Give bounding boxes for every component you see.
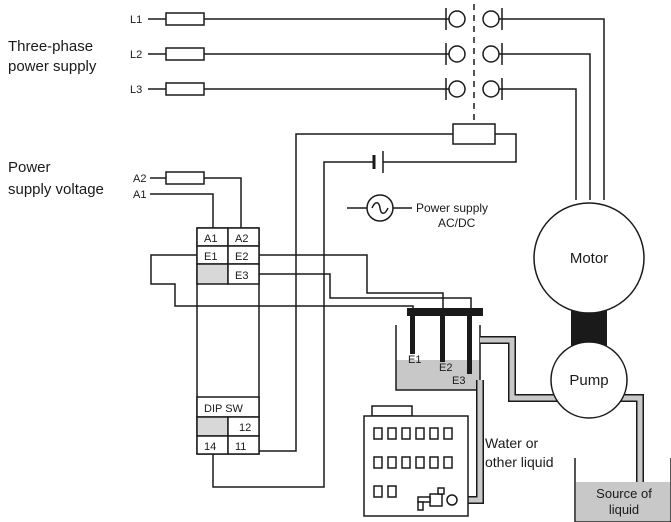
supply-title-line2: power supply — [8, 58, 97, 75]
motor-feed-l1 — [499, 18, 605, 200]
phase-label-l1: L1 — [130, 14, 142, 26]
fuse-l1 — [165, 12, 205, 26]
pump-to-tank-pipe-outline — [480, 336, 560, 402]
faucet-nozzle-icon — [417, 501, 424, 511]
terminal-label-a1: A1 — [133, 189, 146, 201]
motor-pump-coupling — [571, 308, 607, 346]
motor-feed-l2 — [499, 53, 591, 200]
tank-liquid — [396, 360, 480, 390]
contact-l1-in — [448, 10, 466, 28]
terminal-label-a2: A2 — [133, 173, 146, 185]
motor-label: Motor — [570, 250, 608, 267]
electrode-e3-rod — [467, 316, 472, 374]
equipment-grid-row1 — [373, 427, 453, 440]
e1-wire — [150, 254, 414, 320]
liquid-label-line2: other liquid — [485, 454, 554, 470]
coil-to-terminal-11-wire — [259, 133, 453, 452]
source-container — [574, 458, 671, 522]
motor-feed-l3 — [499, 88, 577, 200]
terminal-14-label: 14 — [204, 441, 216, 453]
contact-l3-out — [482, 80, 500, 98]
faucet-spout-icon — [417, 496, 431, 503]
terminal-11-label: 11 — [235, 441, 246, 453]
faucet-body-icon — [429, 493, 443, 507]
e3-wire — [259, 273, 472, 320]
control-voltage-title-line1: Power — [8, 159, 51, 176]
electrode-holder — [407, 308, 483, 316]
e2-wire — [259, 254, 444, 320]
contact-l3-in — [448, 80, 466, 98]
power-source-line2: AC/DC — [438, 216, 476, 230]
control-voltage-title-line2: supply voltage — [8, 181, 104, 198]
electrode-e1-label: E1 — [408, 354, 421, 366]
relay-blank-cell-upper — [196, 263, 229, 285]
phase-label-l3: L3 — [130, 84, 142, 96]
fuse-l2 — [165, 47, 205, 61]
contactor-coil — [452, 123, 496, 145]
pump — [550, 341, 628, 419]
faucet-handle-icon — [437, 487, 445, 495]
terminal-12-label: 12 — [239, 422, 251, 434]
ac-source-sine-icon — [371, 202, 389, 214]
motor — [533, 202, 645, 314]
pump-to-tank-pipe — [480, 337, 560, 401]
terminal-e2-label: E2 — [235, 251, 248, 263]
tank-walls — [395, 325, 481, 391]
electrode-e2-label: E2 — [439, 362, 452, 374]
terminal-e1-label: E1 — [204, 251, 217, 263]
a1-wire — [150, 193, 214, 228]
source-liquid — [576, 482, 670, 521]
contact-l2-in — [448, 45, 466, 63]
source-to-terminal-14-wire — [212, 161, 374, 488]
electrode-e3-label: E3 — [452, 375, 465, 387]
electrode-e1-rod — [410, 316, 415, 354]
contact-l2-out — [482, 45, 500, 63]
controlled-equipment — [363, 405, 469, 517]
equipment-top-handle — [371, 405, 413, 417]
liquid-label-line1: Water or — [485, 435, 538, 451]
source-label-line2: liquid — [609, 502, 639, 517]
power-source-line1: Power supply — [416, 201, 488, 215]
three-phase-supply: Three-phase power supply L1 L2 L3 — [8, 4, 605, 200]
phase-label-l2: L2 — [130, 49, 142, 61]
equipment-grid-row2 — [373, 456, 453, 469]
supply-title-line1: Three-phase — [8, 38, 93, 55]
source-label-line1: Source of — [596, 486, 652, 501]
terminal-11-cell — [227, 435, 260, 455]
terminal-e3-label: E3 — [235, 270, 248, 282]
terminal-a2-label: A2 — [235, 233, 248, 245]
fuse-l3 — [165, 82, 205, 96]
equipment-grid-row3 — [373, 485, 397, 498]
coil-return-wire — [383, 133, 517, 163]
a2-wire — [204, 177, 242, 228]
electrode-e2-rod — [440, 316, 445, 362]
fuse-a2 — [165, 171, 205, 185]
pump-label: Pump — [569, 372, 608, 389]
terminal-a1-label: A1 — [204, 233, 217, 245]
dip-switch-label: DIP SW — [204, 403, 244, 415]
level-relay: A1 A2 E1 E2 E3 DIP SW 12 14 11 — [196, 227, 260, 455]
faucet-valve-icon — [446, 494, 458, 506]
relay-blank-cell-lower — [196, 416, 229, 437]
contact-l1-out — [482, 10, 500, 28]
liquid-tank: E1 E2 E3 — [395, 308, 483, 391]
